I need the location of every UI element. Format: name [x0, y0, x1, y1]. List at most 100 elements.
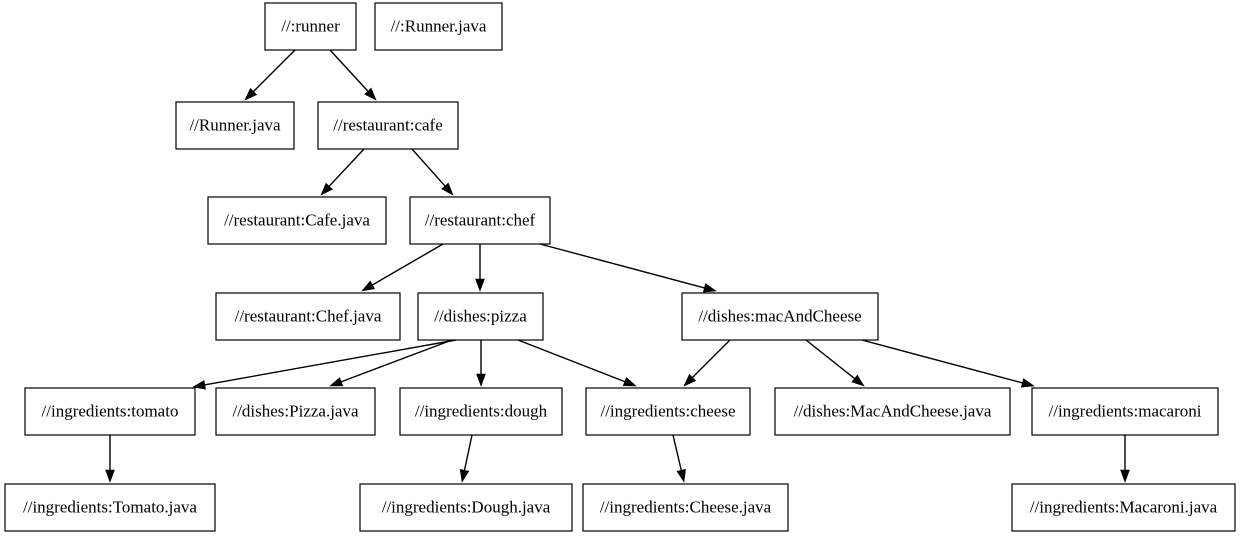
node-box[interactable]: [215, 292, 401, 341]
edge-arrowhead-icon: [361, 280, 376, 292]
graph-node-ing_tomato_java[interactable]: //ingredients:Tomato.java: [4, 483, 216, 532]
node-box[interactable]: [681, 292, 879, 341]
edge-arrowhead-icon: [475, 278, 485, 292]
node-label: //dishes:MacAndCheese.java: [794, 401, 992, 420]
graph-node-restaurant_chef[interactable]: //restaurant:chef: [409, 196, 551, 245]
graph-edge: [476, 340, 486, 387]
node-label: //ingredients:Macaroni.java: [1030, 497, 1218, 516]
edge-arrowhead-icon: [105, 469, 115, 483]
node-label: //ingredients:macaroni: [1049, 401, 1202, 420]
edge-line: [672, 434, 683, 473]
node-box[interactable]: [582, 483, 789, 532]
graph-edge: [1120, 435, 1130, 483]
graph-edge: [329, 339, 453, 387]
nodes-layer: //:runner //:Runner.java //Runner.java //re…: [4, 2, 1236, 532]
edge-arrowhead-icon: [1020, 378, 1035, 388]
graph-node-ing_cheese[interactable]: //ingredients:cheese: [585, 387, 751, 436]
edges-layer: [105, 49, 1130, 483]
edge-line: [327, 148, 365, 189]
graph-edge: [805, 339, 865, 387]
edge-arrowhead-icon: [192, 380, 206, 390]
graph-edge: [244, 49, 296, 101]
graph-node-ing_dough[interactable]: //ingredients:dough: [399, 387, 563, 436]
graph-node-dishes_macandcheese[interactable]: //dishes:macAndCheese: [681, 292, 879, 341]
node-box[interactable]: [215, 387, 376, 436]
edge-arrowhead-icon: [476, 373, 486, 387]
graph-edge: [861, 339, 1035, 388]
node-box[interactable]: [585, 387, 751, 436]
edge-line: [463, 434, 473, 473]
edge-line: [251, 49, 296, 94]
graph-edge: [459, 434, 473, 483]
node-box[interactable]: [175, 101, 295, 150]
edge-arrowhead-icon: [459, 468, 470, 483]
node-box[interactable]: [399, 387, 563, 436]
graph-node-ing_tomato[interactable]: //ingredients:tomato: [24, 387, 196, 436]
node-box[interactable]: [207, 196, 387, 245]
edge-arrowhead-icon: [329, 377, 344, 387]
node-label: //ingredients:dough: [415, 401, 548, 420]
node-label: //ingredients:Tomato.java: [23, 497, 197, 516]
graph-node-restaurant_chef_java[interactable]: //restaurant:Chef.java: [215, 292, 401, 341]
node-label: //dishes:pizza: [434, 306, 527, 325]
edge-line: [690, 339, 731, 380]
graph-node-dishes_pizza_java[interactable]: //dishes:Pizza.java: [215, 387, 376, 436]
node-box[interactable]: [409, 196, 551, 245]
graph-edge: [320, 148, 365, 196]
node-box[interactable]: [4, 483, 216, 532]
node-box[interactable]: [1011, 483, 1236, 532]
graph-edge: [672, 434, 686, 483]
node-box[interactable]: [1031, 387, 1219, 436]
graph-node-restaurant_cafe_java[interactable]: //restaurant:Cafe.java: [207, 196, 387, 245]
node-label: //Runner.java: [189, 115, 281, 134]
node-label: //:Runner.java: [391, 16, 487, 35]
node-box[interactable]: [417, 292, 544, 341]
edge-arrowhead-icon: [851, 374, 865, 387]
graph-edge: [539, 243, 717, 293]
graph-node-runner[interactable]: //:runner: [264, 2, 357, 51]
graph-edge: [192, 339, 457, 390]
node-label: //ingredients:cheese: [600, 401, 735, 420]
graph-node-dishes_pizza[interactable]: //dishes:pizza: [417, 292, 544, 341]
graph-node-runner_java[interactable]: //Runner.java: [175, 101, 295, 150]
graph-edge: [361, 243, 444, 292]
graph-node-dishes_mac_java[interactable]: //dishes:MacAndCheese.java: [774, 387, 1011, 436]
node-box[interactable]: [24, 387, 196, 436]
graph-edge: [329, 49, 377, 101]
edge-line: [411, 148, 447, 189]
graph-edge: [475, 244, 485, 292]
edge-line: [517, 339, 627, 384]
node-label: //ingredients:Cheese.java: [600, 497, 772, 516]
edge-arrowhead-icon: [364, 87, 377, 101]
graph-node-runner_java_root[interactable]: //:Runner.java: [374, 2, 503, 51]
edge-line: [202, 339, 457, 386]
node-box[interactable]: [359, 483, 573, 532]
edge-line: [861, 339, 1025, 385]
node-label: //restaurant:chef: [425, 210, 536, 229]
edge-line: [539, 243, 707, 290]
node-box[interactable]: [374, 2, 503, 51]
edge-arrowhead-icon: [244, 87, 258, 101]
node-box[interactable]: [774, 387, 1011, 436]
edge-arrowhead-icon: [441, 182, 454, 196]
edge-line: [329, 49, 370, 94]
graph-edge: [683, 339, 731, 387]
node-label: //restaurant:cafe: [333, 115, 443, 134]
graph-edge: [105, 435, 115, 483]
graph-node-ing_macaroni_java[interactable]: //ingredients:Macaroni.java: [1011, 483, 1236, 532]
edge-arrowhead-icon: [622, 377, 637, 387]
graph-node-ing_cheese_java[interactable]: //ingredients:Cheese.java: [582, 483, 789, 532]
node-label: //dishes:macAndCheese: [698, 306, 861, 325]
node-label: //ingredients:tomato: [42, 401, 179, 420]
edge-arrowhead-icon: [702, 283, 717, 293]
node-box[interactable]: [317, 101, 459, 150]
edge-arrowhead-icon: [676, 468, 686, 483]
graph-edge: [517, 339, 637, 387]
edge-arrowhead-icon: [1120, 469, 1130, 483]
graph-node-restaurant_cafe[interactable]: //restaurant:cafe: [317, 101, 459, 150]
graph-node-ing_macaroni[interactable]: //ingredients:macaroni: [1031, 387, 1219, 436]
graph-edge: [411, 148, 454, 196]
graph-node-ing_dough_java[interactable]: //ingredients:Dough.java: [359, 483, 573, 532]
node-box[interactable]: [264, 2, 357, 51]
